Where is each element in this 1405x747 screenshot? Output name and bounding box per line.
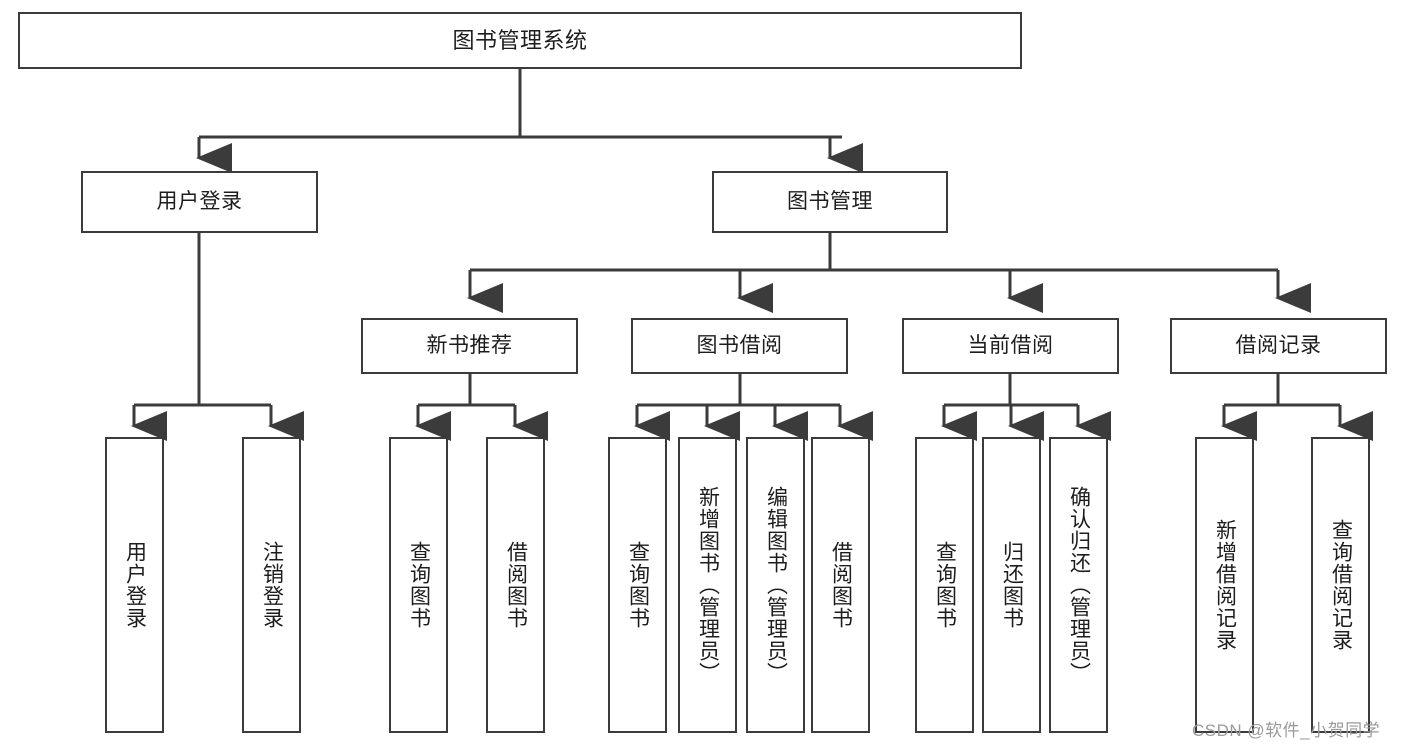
leaf-records-add-record[interactable]: 新增借阅记录 bbox=[1195, 437, 1254, 733]
node-label: 图书管理 bbox=[787, 189, 873, 213]
csdn-watermark: CSDN @软件_小贺同学 bbox=[1192, 721, 1381, 740]
node-label: 借阅图书 bbox=[829, 541, 853, 629]
node-new-book-recommend[interactable]: 新书推荐 bbox=[361, 318, 578, 374]
leaf-user-login-login[interactable]: 用户登录 bbox=[105, 437, 164, 733]
node-label: 查询图书 bbox=[407, 541, 431, 629]
leaf-user-login-logout[interactable]: 注销登录 bbox=[242, 437, 301, 733]
node-label: 新增图书（管理员） bbox=[696, 486, 720, 684]
leaf-borrow-query-book[interactable]: 查询图书 bbox=[608, 437, 667, 733]
node-label: 借阅图书 bbox=[504, 541, 528, 629]
leaf-recommend-borrow-book[interactable]: 借阅图书 bbox=[486, 437, 545, 733]
node-label: 用户登录 bbox=[156, 189, 243, 213]
node-root-system[interactable]: 图书管理系统 bbox=[18, 12, 1022, 69]
node-label: 查询图书 bbox=[626, 541, 650, 629]
node-label: 图书借阅 bbox=[696, 333, 783, 357]
node-label: 确认归还（管理员） bbox=[1067, 486, 1091, 684]
node-label: 新增借阅记录 bbox=[1213, 519, 1237, 651]
node-label: 用户登录 bbox=[123, 541, 147, 629]
node-label: 图书管理系统 bbox=[452, 27, 588, 53]
node-label: 查询图书 bbox=[933, 541, 957, 629]
leaf-recommend-query-book[interactable]: 查询图书 bbox=[389, 437, 448, 733]
leaf-current-return-book[interactable]: 归还图书 bbox=[982, 437, 1041, 733]
leaf-borrow-edit-book-admin[interactable]: 编辑图书（管理员） bbox=[746, 437, 805, 733]
leaf-borrow-add-book-admin[interactable]: 新增图书（管理员） bbox=[678, 437, 737, 733]
node-label: 借阅记录 bbox=[1235, 333, 1322, 357]
node-current-borrow[interactable]: 当前借阅 bbox=[902, 318, 1119, 374]
node-label: 查询借阅记录 bbox=[1329, 519, 1353, 651]
leaf-records-query-record[interactable]: 查询借阅记录 bbox=[1311, 437, 1370, 733]
node-label: 归还图书 bbox=[1000, 541, 1024, 629]
node-user-login[interactable]: 用户登录 bbox=[81, 171, 318, 233]
node-label: 当前借阅 bbox=[967, 333, 1054, 357]
node-label: 注销登录 bbox=[260, 541, 284, 629]
node-borrow-records[interactable]: 借阅记录 bbox=[1170, 318, 1387, 374]
node-label: 编辑图书（管理员） bbox=[764, 486, 788, 684]
leaf-current-query-book[interactable]: 查询图书 bbox=[915, 437, 974, 733]
leaf-current-confirm-return-admin[interactable]: 确认归还（管理员） bbox=[1049, 437, 1108, 733]
leaf-borrow-borrow-book[interactable]: 借阅图书 bbox=[811, 437, 870, 733]
node-label: 新书推荐 bbox=[426, 333, 513, 357]
node-book-borrow[interactable]: 图书借阅 bbox=[631, 318, 848, 374]
node-book-management[interactable]: 图书管理 bbox=[712, 171, 948, 233]
